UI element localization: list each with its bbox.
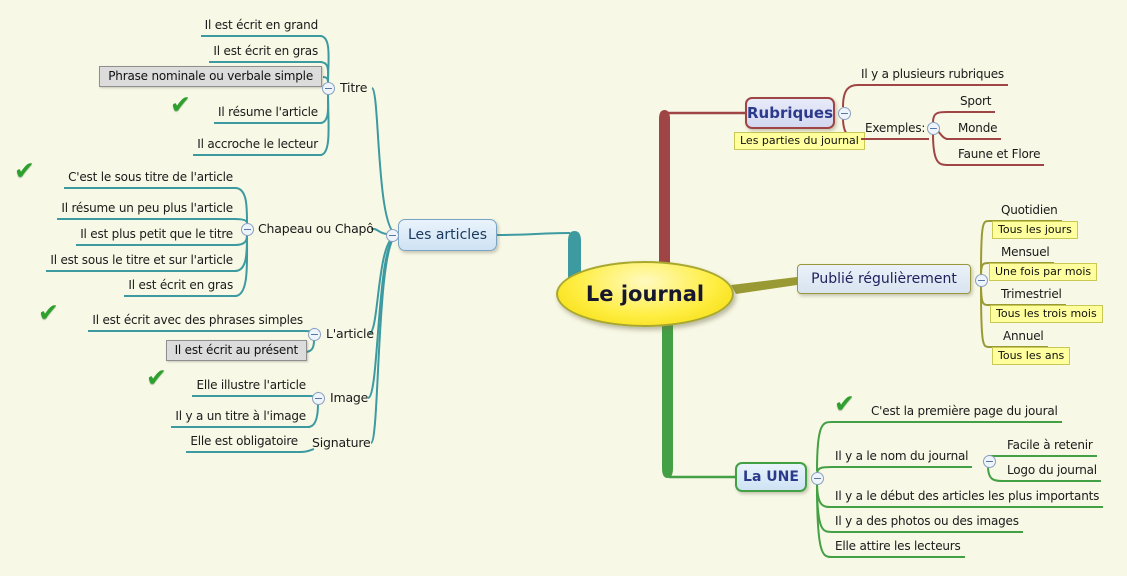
check-icon: ✔ [146,363,167,392]
chapeau-item[interactable]: Il est sous le titre et sur l'article [46,252,237,272]
collapse-icon-rubriques[interactable]: − [838,107,851,120]
signature-item[interactable]: Elle est obligatoire [186,433,302,453]
topic-larticle[interactable]: L'article [326,326,374,341]
collapse-icon-larticle[interactable]: − [308,328,321,341]
collapse-icon-nom-journal[interactable]: − [983,455,996,468]
chapeau-item[interactable]: Il est plus petit que le titre [76,226,237,246]
central-topic[interactable]: Le journal [556,261,734,327]
nom-journal-item[interactable]: Logo du journal [1003,462,1101,482]
titre-item[interactable]: Il accroche le lecteur [193,136,322,156]
exemple-item[interactable]: Monde [946,120,1002,140]
publie-note-label[interactable]: Tous les trois mois [990,305,1103,323]
topic-la-une[interactable]: La UNE [735,462,807,492]
rubriques-item[interactable]: Il y a plusieurs rubriques [857,66,1008,86]
topic-signature[interactable]: Signature [312,435,371,450]
collapse-icon-image[interactable]: − [312,392,325,405]
publie-term[interactable]: Trimestriel [989,286,1066,306]
chapeau-item[interactable]: C'est le sous titre de l'article [64,169,237,189]
publie-term[interactable]: Annuel [989,328,1048,348]
publie-note-label[interactable]: Une fois par mois [989,263,1098,281]
topic-les-articles[interactable]: Les articles [398,219,497,251]
collapse-icon-une[interactable]: − [811,472,824,485]
check-icon: ✔ [834,389,855,418]
publie-term[interactable]: Mensuel [989,244,1054,264]
exemple-item[interactable]: Sport [946,93,996,113]
check-icon: ✔ [38,298,59,327]
une-item[interactable]: C'est la première page du joural [831,403,1062,423]
titre-item[interactable]: Il est écrit en gras [209,43,322,63]
topic-exemples[interactable]: Exemples: [861,120,930,140]
chapeau-item[interactable]: Il résume un peu plus l'article [57,200,237,220]
check-icon: ✔ [170,90,191,119]
image-item[interactable]: Elle illustre l'article [192,377,310,397]
rubriques-note-label[interactable]: Les parties du journal [734,132,865,150]
publie-note-label[interactable]: Tous les jours [992,221,1078,239]
titre-item[interactable]: Il est écrit en grand [200,17,322,37]
publie-note-label[interactable]: Tous les ans [992,347,1071,365]
collapse-icon-publie[interactable]: − [975,274,988,287]
larticle-item[interactable]: Il est écrit avec des phrases simples [88,312,307,332]
titre-item-highlighted[interactable]: Phrase nominale ou verbale simple [99,66,322,87]
nom-journal-item[interactable]: Facile à retenir [1003,437,1097,457]
collapse-icon-chapeau[interactable]: − [241,223,254,236]
topic-titre[interactable]: Titre [340,80,368,95]
une-item[interactable]: Il y a le nom du journal [831,448,973,468]
image-item[interactable]: Il y a un titre à l'image [171,408,310,428]
une-item[interactable]: Elle attire les lecteurs [831,538,965,558]
exemple-item[interactable]: Faune et Flore [946,146,1045,166]
collapse-icon-exemples[interactable]: − [927,122,940,135]
collapse-icon-articles[interactable]: − [386,229,399,242]
topic-image[interactable]: Image [330,390,369,405]
une-item[interactable]: Il y a des photos ou des images [831,513,1023,533]
topic-chapeau[interactable]: Chapeau ou Chapô [258,221,374,236]
publie-term[interactable]: Quotidien [989,202,1062,222]
une-item[interactable]: Il y a le début des articles les plus im… [831,488,1104,508]
topic-publie-regulierement[interactable]: Publié régulièrement [797,264,971,294]
check-icon: ✔ [14,156,35,185]
topic-rubriques[interactable]: Rubriques [745,97,835,129]
titre-item[interactable]: Il résume l'article [214,104,322,124]
larticle-item-highlighted[interactable]: Il est écrit au présent [165,340,307,361]
collapse-icon-titre[interactable]: − [322,82,335,95]
chapeau-item[interactable]: Il est écrit en gras [124,277,237,297]
